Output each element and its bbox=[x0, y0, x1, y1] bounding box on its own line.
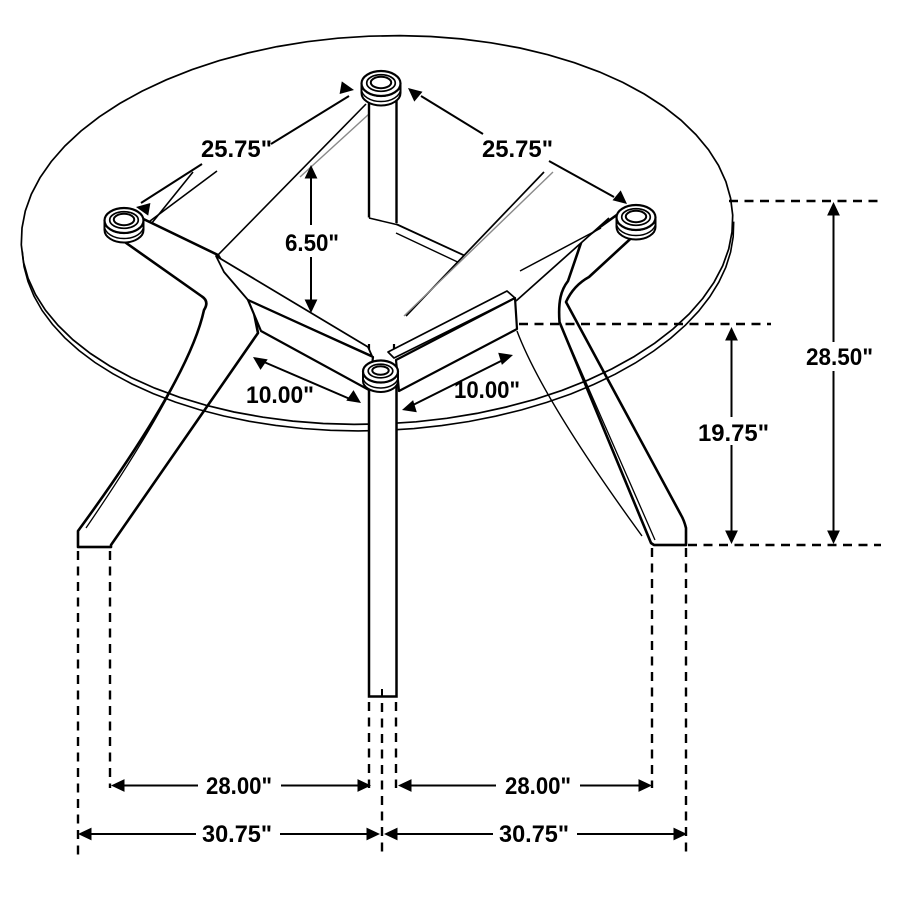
svg-text:6.50": 6.50" bbox=[285, 230, 339, 257]
svg-text:28.50": 28.50" bbox=[806, 344, 873, 371]
svg-text:19.75": 19.75" bbox=[698, 420, 769, 447]
svg-text:28.00": 28.00" bbox=[206, 773, 272, 800]
svg-text:25.75": 25.75" bbox=[482, 136, 553, 163]
svg-text:28.00": 28.00" bbox=[505, 773, 571, 800]
svg-text:10.00": 10.00" bbox=[246, 382, 314, 409]
svg-text:30.75": 30.75" bbox=[202, 821, 272, 848]
svg-text:30.75": 30.75" bbox=[499, 821, 569, 848]
svg-text:10.00": 10.00" bbox=[454, 377, 520, 404]
svg-text:25.75": 25.75" bbox=[201, 136, 272, 163]
